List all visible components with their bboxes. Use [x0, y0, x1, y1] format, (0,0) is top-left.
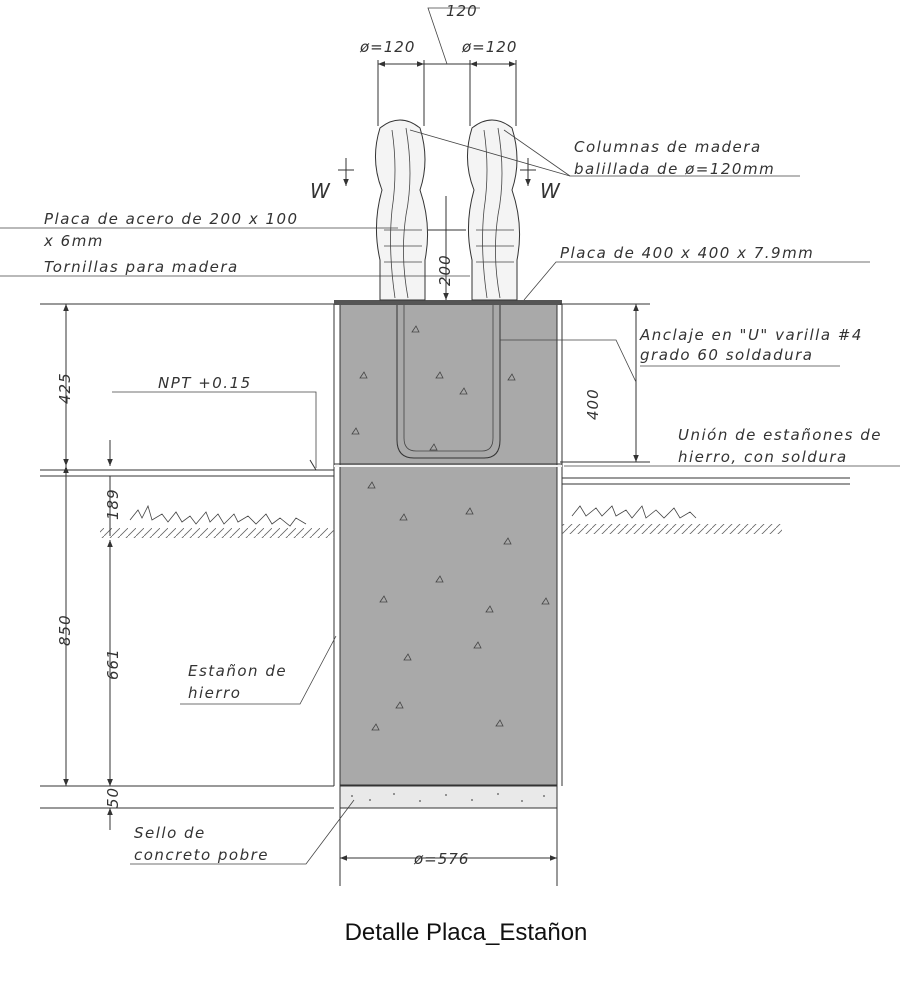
soil-right [562, 524, 782, 534]
grass-left [129, 504, 307, 527]
label-union-2: hierro, con soldura [678, 448, 848, 466]
label-anclaje-2: grado 60 soldadura [640, 346, 813, 364]
section-w-left: W [310, 179, 331, 203]
dim-col-left-dia: ø=120 [359, 38, 415, 56]
ground-line [40, 469, 850, 485]
dim-total-850: 850 [56, 614, 74, 646]
dim-above-ground: 425 [56, 372, 74, 404]
label-columnas-2: balillada de ø=120mm [574, 160, 775, 178]
seal-dots [351, 793, 545, 802]
label-placa-400: Placa de 400 x 400 x 7.9mm [560, 244, 814, 262]
drawing-title: Detalle Placa_Estañon [345, 919, 588, 946]
label-sello-1: Sello de [134, 824, 206, 842]
dim-fill-189: 189 [104, 488, 122, 520]
dim-barrel-dia: ø=576 [413, 850, 469, 868]
label-columnas-1: Columnas de madera [574, 138, 762, 156]
steel-plate-400 [334, 300, 562, 305]
leader-lines [0, 129, 900, 865]
label-placa-acero-2: x 6mm [43, 232, 104, 250]
dim-seal-50: 50 [104, 787, 122, 808]
dim-depth-661: 661 [104, 648, 122, 680]
label-sello-2: concreto pobre [134, 846, 269, 864]
section-w-right: W [540, 179, 561, 203]
label-union-1: Unión de estañones de [678, 426, 882, 444]
u-anchor [396, 304, 501, 459]
dim-anchor-depth: 400 [584, 388, 602, 420]
seal-concrete [339, 785, 558, 809]
wood-column-right [466, 119, 521, 301]
label-tornillos: Tornillas para madera [44, 258, 239, 276]
label-anclaje-1: Anclaje en "U" varilla #4 [639, 326, 863, 344]
dim-col-right-dia: ø=120 [461, 38, 517, 56]
dim-plate-height: 200 [436, 254, 454, 286]
concrete-fill [339, 303, 558, 786]
label-estanon-2: hierro [188, 684, 241, 702]
label-placa-acero-1: Placa de acero de 200 x 100 [44, 210, 299, 228]
dimension-lines [40, 7, 650, 886]
aggregate-marks [351, 325, 550, 731]
grass-right [571, 505, 697, 519]
wood-column-left [374, 119, 429, 301]
label-npt: NPT +0.15 [158, 374, 252, 392]
label-estanon-1: Estañon de [188, 662, 287, 680]
soil-left [100, 528, 334, 538]
dim-top-gap: 120 [446, 2, 478, 20]
